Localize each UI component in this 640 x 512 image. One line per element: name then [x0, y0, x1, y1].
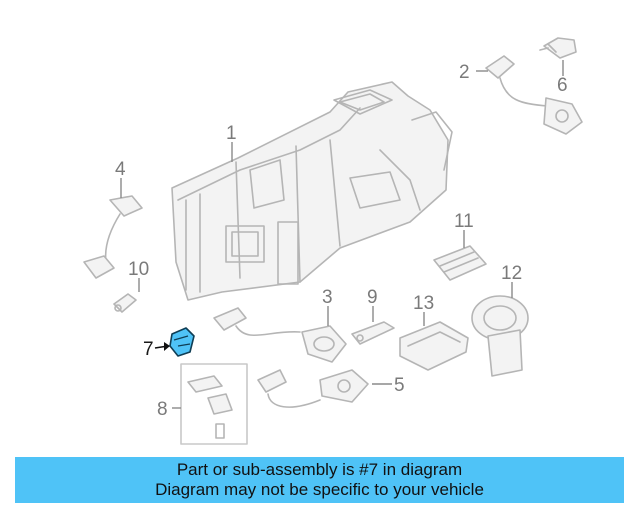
banner-line-part: Part or sub-assembly is #7 in diagram	[176, 460, 463, 479]
callout-5: 5	[394, 375, 405, 396]
callout-11: 11	[454, 211, 474, 232]
callout-9: 9	[367, 287, 378, 308]
small-bracket-part[interactable]	[351, 321, 395, 345]
banner-line-disclaimer: Diagram may not be specific to your vehi…	[155, 480, 484, 499]
callout-12: 12	[501, 263, 522, 284]
harness-motor-part[interactable]	[213, 307, 347, 363]
callout-1: 1	[226, 123, 237, 144]
resistor-block-part[interactable]	[433, 245, 487, 281]
connector-cable-part[interactable]	[485, 55, 583, 135]
leader-lines	[120, 60, 564, 409]
highlighted-part-7[interactable]	[169, 327, 195, 357]
harness-actuator-part[interactable]	[257, 369, 369, 408]
hvac-housing-part[interactable]	[171, 81, 453, 301]
part-info-banner: Part or sub-assembly is #7 in diagram Di…	[15, 457, 624, 503]
actuator-wire-part[interactable]	[83, 195, 143, 279]
callout-6: 6	[557, 75, 568, 96]
link-bracket-part[interactable]	[113, 293, 137, 313]
callout-7: 7	[143, 339, 154, 360]
callout-13: 13	[413, 293, 434, 314]
kit-box-part[interactable]	[180, 363, 248, 445]
callout-2: 2	[459, 62, 470, 83]
callout-3: 3	[322, 287, 333, 308]
callout-8: 8	[157, 399, 168, 420]
blower-motor-part[interactable]	[471, 295, 529, 377]
callout-4: 4	[115, 159, 126, 180]
control-module-part[interactable]	[399, 321, 469, 371]
callout-10: 10	[128, 259, 149, 280]
sensor-bulb-part[interactable]	[539, 37, 577, 59]
